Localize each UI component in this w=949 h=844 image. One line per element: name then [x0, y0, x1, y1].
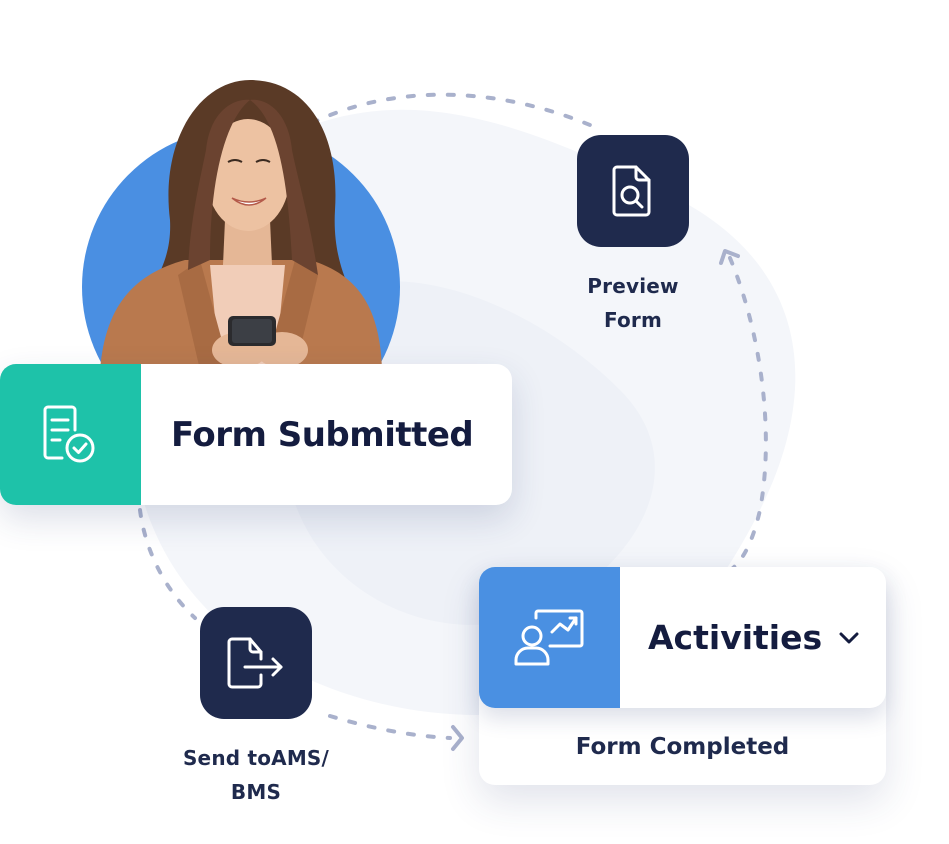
form-completed-status: Form Completed	[575, 733, 790, 760]
preview-form-label-line2: Form	[603, 308, 663, 332]
send-to-ams-label-line2: BMS	[230, 780, 282, 804]
preview-form-label-line1: Preview	[587, 274, 679, 298]
activities-dropdown[interactable]: Activities	[479, 567, 886, 708]
send-to-ams-tile[interactable]	[200, 607, 312, 719]
step-send-to-ams-bms[interactable]: Send toAMS/ BMS	[168, 607, 344, 809]
activities-title: Activities	[648, 618, 823, 657]
step-preview-form[interactable]: Preview Form	[560, 135, 706, 337]
activities-title-area[interactable]: Activities	[620, 567, 886, 708]
preview-form-tile[interactable]	[577, 135, 689, 247]
document-search-icon	[612, 165, 651, 217]
form-submitted-icon-pane	[0, 364, 141, 505]
chevron-down-icon[interactable]	[838, 631, 860, 645]
activities-icon-pane	[479, 567, 620, 708]
send-to-ams-label-line1: Send toAMS/	[182, 746, 330, 770]
form-submitted-title: Form Submitted	[171, 414, 474, 455]
form-submitted-card[interactable]: Form Submitted	[0, 364, 512, 505]
preview-form-label: Preview Form	[560, 269, 706, 337]
person-with-phone-photo	[100, 80, 382, 370]
document-export-icon	[227, 637, 283, 689]
send-to-ams-label: Send toAMS/ BMS	[168, 741, 344, 809]
person-avatar	[60, 60, 420, 446]
activities-card: Activities Form Completed	[479, 567, 886, 785]
document-check-icon	[43, 405, 94, 462]
presentation-user-icon	[514, 609, 583, 665]
